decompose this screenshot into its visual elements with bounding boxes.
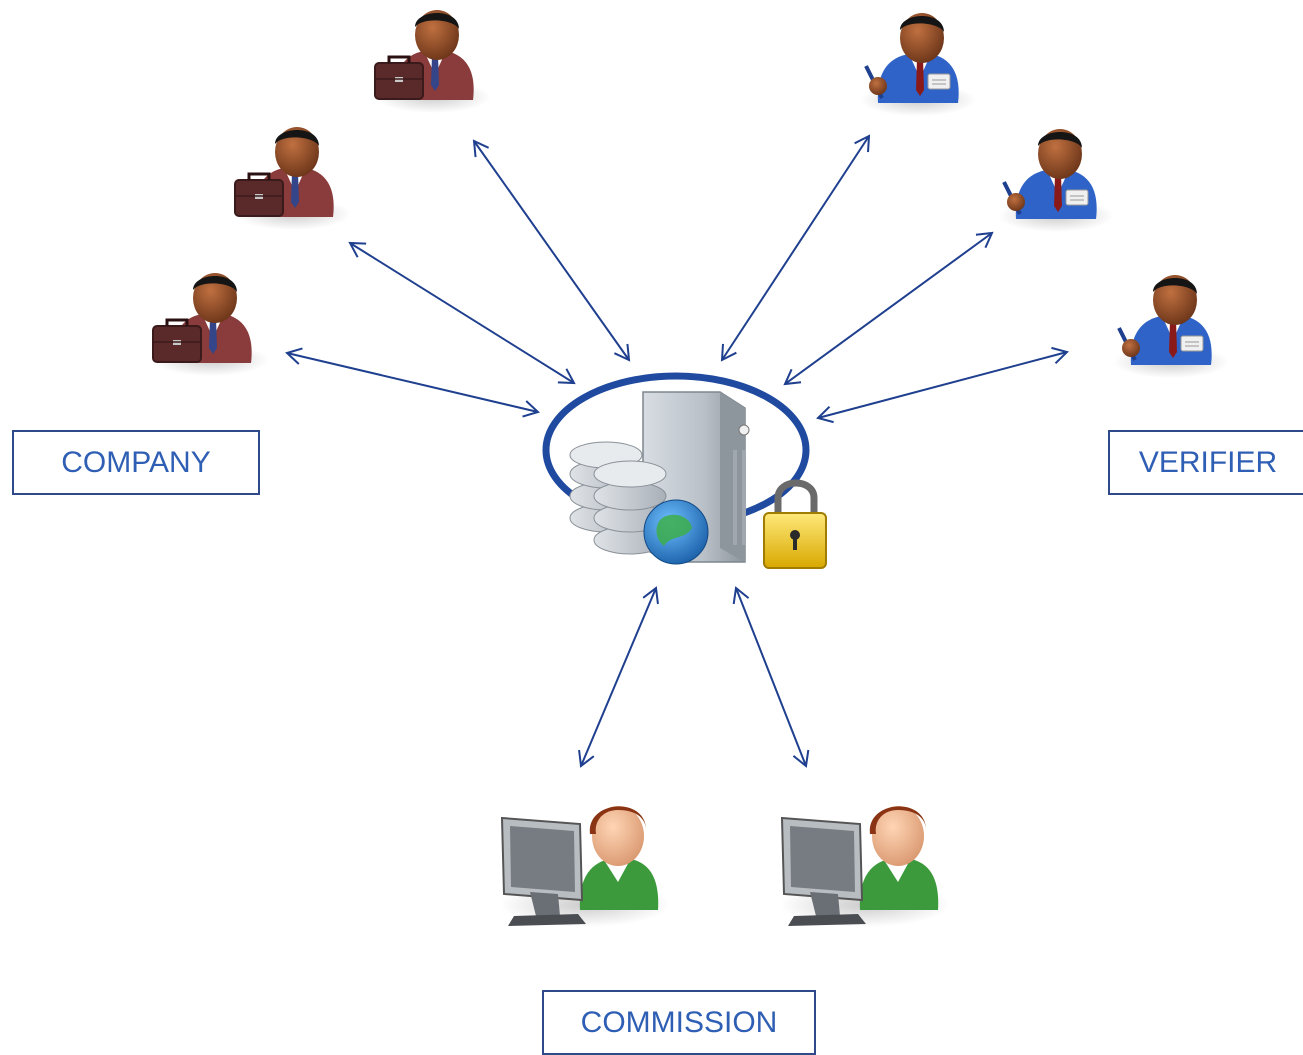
arrow-company-1 — [285, 347, 540, 418]
arrow-verifier-2 — [783, 231, 994, 386]
arrow-verifier-3 — [816, 346, 1069, 424]
verifier-label: VERIFIER — [1108, 430, 1303, 495]
lock-icon — [763, 479, 827, 569]
database-disks — [569, 441, 667, 555]
arrow-commission-1 — [578, 586, 659, 768]
arrow-company-2 — [348, 241, 576, 385]
database-server-icon — [542, 372, 827, 569]
connection-arrows — [285, 134, 1069, 768]
verifier-user-icon-2 — [996, 127, 1116, 234]
commission-user-icon-1 — [499, 805, 671, 928]
arrow-verifier-1 — [720, 134, 871, 362]
arrow-company-3 — [472, 139, 631, 362]
verifier-user-icon-3 — [1111, 273, 1231, 380]
company-user-icon-1 — [373, 8, 493, 115]
commission-label: COMMISSION — [542, 990, 816, 1055]
commission-user-icon-2 — [779, 805, 951, 928]
company-user-icon-2 — [233, 125, 353, 232]
company-user-icon-3 — [151, 271, 271, 378]
arrow-commission-2 — [732, 586, 810, 768]
company-label: COMPANY — [12, 430, 260, 495]
verifier-user-icon-1 — [858, 11, 978, 118]
